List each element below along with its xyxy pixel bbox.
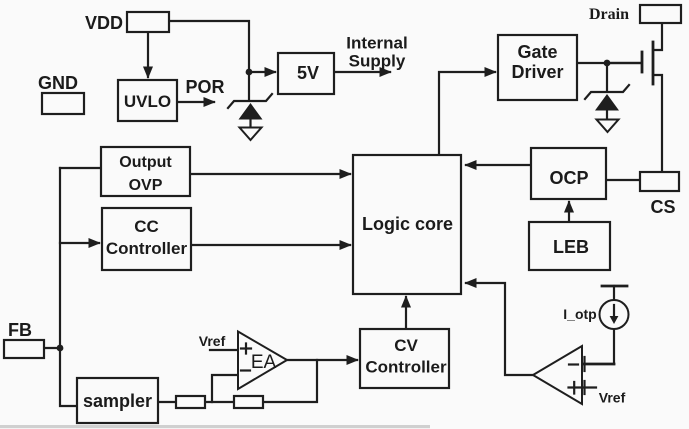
cs-pad-label: CS: [650, 197, 675, 217]
comparator-plus-icon: [567, 380, 582, 395]
resistors: [174, 394, 265, 410]
logic-core-label: Logic core: [362, 214, 453, 234]
zener2-cathode-bar: [583, 83, 631, 101]
wire-r2-feedback: [261, 358, 319, 404]
gate-driver-label-1: Gate: [517, 42, 557, 62]
cc-controller-block: [100, 206, 193, 272]
resistor-1: [174, 394, 207, 410]
iotp-label: I_otp: [563, 306, 596, 322]
leb-block: [527, 220, 612, 272]
vdd-zener-clamp: [226, 92, 274, 142]
cc-controller-label-2: Controller: [106, 239, 188, 258]
cv-controller-label-2: Controller: [365, 358, 447, 377]
logic-core-block: [351, 153, 463, 296]
wire-vdd-rail: [167, 19, 251, 72]
vref-ea-label: Vref: [199, 333, 226, 349]
scan-artifact-band: [0, 425, 430, 429]
gnd-pad: [40, 91, 86, 116]
ea-label: EA: [251, 352, 277, 373]
ocp-block: [529, 146, 608, 201]
internal-supply-label-2: Supply: [349, 52, 406, 71]
zener2-ground-icon: [594, 118, 621, 134]
output-ovp-block: [99, 145, 192, 198]
cs-pad: [638, 170, 681, 193]
zener2-anode-triangle: [595, 94, 619, 111]
blocks: UVLO 5V Gate Driver Output OVP CC Contro…: [75, 33, 612, 425]
wires: [42, 19, 664, 408]
wire-drain-lead: [652, 21, 664, 52]
sampler-block: [75, 376, 160, 425]
drain-pad: [638, 3, 683, 25]
output-ovp-label-2: OVP: [129, 177, 163, 194]
5v-block: [276, 51, 336, 96]
otp-comparator: [531, 344, 586, 406]
error-amplifier: EA: [237, 329, 289, 391]
wire-fb-bus: [58, 166, 79, 408]
zener1-ground-icon: [237, 126, 264, 142]
signal-labels: POR Internal Supply Vref Vref I_otp: [185, 34, 625, 406]
gnd-pad-label: GND: [38, 73, 78, 93]
comparator-triangle: [531, 344, 583, 406]
cc-controller-label-1: CC: [134, 217, 159, 236]
zener1-cathode-bar: [226, 92, 274, 110]
vdd-pad: [125, 10, 171, 34]
gate-driver-block: [496, 33, 579, 102]
pads: VDD GND Drain CS FB: [2, 3, 683, 360]
fb-pad: [2, 338, 46, 360]
internal-supply-label-1: Internal: [346, 34, 407, 53]
drain-pad-label: Drain: [589, 6, 629, 23]
ea-triangle: [237, 329, 289, 391]
wire-source-to-cs: [651, 73, 664, 174]
current-source-arrow-head: [609, 316, 619, 324]
vdd-pad-label: VDD: [85, 13, 123, 33]
power-mosfet: [605, 40, 655, 86]
zener1-anode-triangle: [238, 103, 263, 120]
iotp-current-source: [598, 299, 630, 330]
vref-comparator-label: Vref: [599, 390, 626, 406]
fb-pad-label: FB: [8, 320, 32, 340]
leb-label: LEB: [553, 237, 589, 257]
node-fb: [56, 344, 64, 352]
sampler-label: sampler: [83, 391, 152, 411]
wire-logic-to-gatedriver: [437, 66, 497, 157]
gate-zener-clamp: [583, 83, 631, 134]
node-vdd: [245, 68, 253, 76]
cv-controller-label-1: CV: [394, 336, 418, 355]
output-ovp-label-1: Output: [119, 154, 172, 171]
5v-label: 5V: [297, 63, 319, 83]
resistor-2: [232, 394, 265, 410]
ea-plus-icon: [239, 342, 253, 355]
uvlo-label: UVLO: [124, 92, 171, 111]
gate-driver-label-2: Driver: [511, 62, 563, 82]
ocp-label: OCP: [549, 168, 588, 188]
wire-comparator-to-logic: [464, 277, 535, 377]
por-label: POR: [185, 77, 224, 97]
uvlo-block: [116, 78, 179, 123]
cv-controller-block: [358, 327, 451, 390]
wire-ea-minus-input: [210, 373, 239, 404]
